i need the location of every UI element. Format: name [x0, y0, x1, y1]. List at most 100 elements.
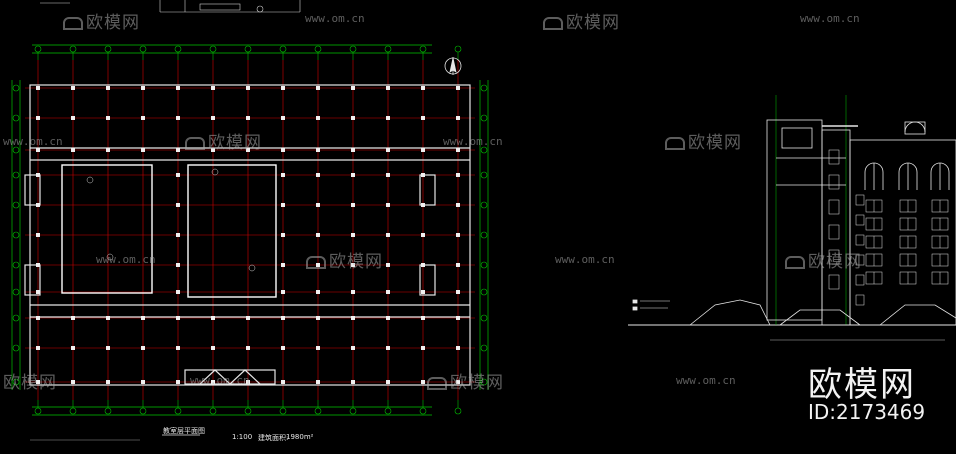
brand-stamp-name: 欧模网 [808, 365, 916, 405]
column-mark [246, 380, 250, 384]
column-mark [351, 346, 355, 350]
axis-bubble [314, 407, 322, 415]
column-mark [36, 116, 40, 120]
watermark-url: www.om.cn [305, 12, 365, 25]
structural-columns [36, 86, 460, 384]
column-mark [386, 316, 390, 320]
column-mark [281, 290, 285, 294]
column-mark [176, 233, 180, 237]
sofa-icon [306, 256, 326, 269]
column-mark [421, 148, 425, 152]
column-mark [386, 116, 390, 120]
column-mark [246, 116, 250, 120]
watermark-url: www.om.cn [96, 253, 156, 266]
column-mark [386, 173, 390, 177]
watermark-logo: 欧模网 [3, 373, 57, 393]
column-mark [386, 380, 390, 384]
column-mark [36, 86, 40, 90]
column-mark [36, 290, 40, 294]
watermark-logo: 欧模网 [63, 8, 140, 33]
watermark-logo: 欧模网 [785, 247, 862, 272]
column-mark [141, 346, 145, 350]
elevation-windows [828, 149, 949, 306]
axis-bubble [12, 261, 20, 269]
building-elevation [628, 95, 956, 341]
column-mark [351, 316, 355, 320]
axis-bubble [12, 288, 20, 296]
column-mark [281, 380, 285, 384]
column-mark [316, 86, 320, 90]
column-mark [211, 116, 215, 120]
column-mark [316, 380, 320, 384]
column-mark [281, 116, 285, 120]
column-mark [176, 173, 180, 177]
column-mark [351, 148, 355, 152]
column-mark [71, 346, 75, 350]
sofa-icon [543, 17, 563, 30]
column-mark [351, 203, 355, 207]
column-mark [71, 380, 75, 384]
column-mark [36, 203, 40, 207]
axis-bubble [209, 45, 217, 53]
column-mark [316, 173, 320, 177]
axis-bubble [480, 261, 488, 269]
sofa-icon [427, 377, 447, 390]
column-mark [456, 116, 460, 120]
column-mark [211, 380, 215, 384]
sofa-icon [785, 256, 805, 269]
plan-outer-frame [11, 44, 489, 416]
column-mark [316, 233, 320, 237]
column-mark [351, 173, 355, 177]
column-mark [456, 203, 460, 207]
column-mark [281, 346, 285, 350]
column-mark [176, 263, 180, 267]
watermark-logo: 欧模网 [543, 8, 620, 33]
axis-bubble [34, 407, 42, 415]
column-mark [351, 86, 355, 90]
elevation-window [828, 249, 840, 265]
column-mark [351, 233, 355, 237]
watermark-logo: 欧模网 [185, 128, 262, 153]
column-mark [211, 316, 215, 320]
floor-plan [11, 44, 489, 441]
axis-bubble [480, 288, 488, 296]
column-mark [456, 290, 460, 294]
column-mark [71, 86, 75, 90]
column-mark [141, 380, 145, 384]
axis-bubble [480, 114, 488, 122]
elevation-window [828, 199, 840, 215]
axis-bubble [12, 378, 20, 386]
plan-area-label: 建筑面积: [258, 434, 289, 442]
elevation-window [855, 214, 865, 226]
column-mark [316, 203, 320, 207]
axis-bubble [314, 45, 322, 53]
column-mark [351, 116, 355, 120]
column-mark [386, 263, 390, 267]
column-mark [246, 148, 250, 152]
axis-bubble [12, 314, 20, 322]
axis-bubble [279, 45, 287, 53]
axis-bubble [104, 45, 112, 53]
column-mark [176, 203, 180, 207]
elevation-window [855, 294, 865, 306]
column-mark [456, 173, 460, 177]
axis-bubble [480, 231, 488, 239]
axis-bubble [419, 407, 427, 415]
column-mark [281, 203, 285, 207]
column-mark [421, 233, 425, 237]
column-mark [421, 173, 425, 177]
axis-bubble [174, 45, 182, 53]
column-mark [211, 86, 215, 90]
column-mark [456, 380, 460, 384]
column-mark [71, 116, 75, 120]
axis-bubble [419, 45, 427, 53]
column-mark [281, 316, 285, 320]
axis-bubble [139, 45, 147, 53]
column-mark [421, 86, 425, 90]
column-mark [281, 263, 285, 267]
column-mark [351, 380, 355, 384]
axis-bubble [12, 171, 20, 179]
column-mark [421, 203, 425, 207]
axis-bubble [480, 146, 488, 154]
